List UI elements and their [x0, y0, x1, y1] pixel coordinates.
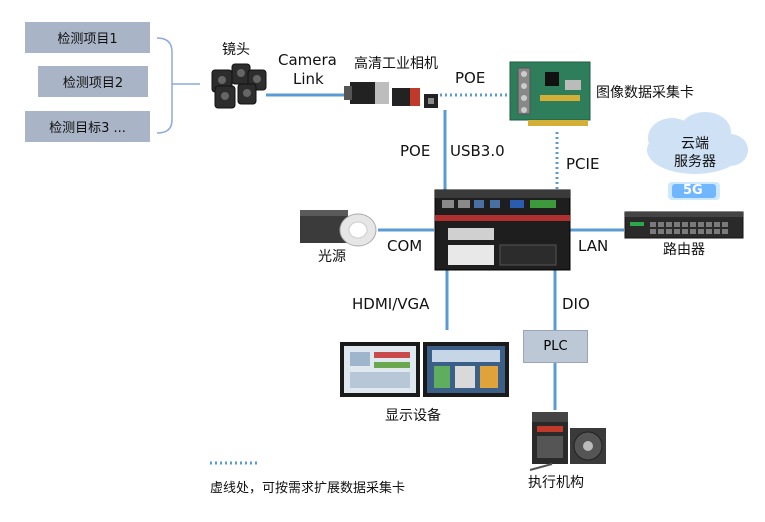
lens-icon	[211, 63, 267, 109]
badge-5g: 5G	[683, 183, 703, 198]
legend-note: 虚线处，可按需求扩展数据采集卡	[210, 481, 406, 496]
router-icon	[624, 211, 744, 239]
inspection-item-1: 检测项目1	[25, 22, 150, 53]
actuator-icon	[529, 412, 606, 471]
capture-card-label: 图像数据采集卡	[596, 85, 694, 101]
display-device-icon	[340, 342, 509, 397]
display-label: 显示设备	[385, 408, 441, 424]
dio-label: DIO	[562, 295, 590, 313]
hdmi-vga-label: HDMI/VGA	[352, 295, 430, 313]
camera-link-label-line2: Link	[293, 70, 324, 88]
signal-5g-icon	[668, 182, 720, 200]
plc-box: PLC	[523, 330, 588, 363]
light-source-label: 光源	[318, 249, 346, 265]
poe-ipc-label: POE	[400, 142, 431, 160]
cloud-icon	[647, 112, 748, 174]
light-source-icon	[300, 210, 377, 247]
actuator-label: 执行机构	[528, 475, 584, 491]
camera-link-label-line1: Camera	[278, 51, 337, 69]
poe-card-label: POE	[455, 69, 486, 87]
inspection-bracket	[156, 37, 173, 134]
usb-label: USB3.0	[450, 142, 505, 160]
inspection-item-3: 检测目标3 ...	[25, 111, 150, 142]
lan-label: LAN	[578, 237, 609, 255]
cloud-label-line1: 云端	[681, 136, 709, 152]
camera-label: 高清工业相机	[354, 56, 438, 72]
cloud-label-line2: 服务器	[674, 154, 716, 170]
industrial-pc-icon	[434, 189, 571, 271]
camera-icon	[344, 82, 438, 108]
capture-card-icon	[509, 61, 591, 126]
lens-label: 镜头	[222, 42, 250, 58]
pcie-label: PCIE	[566, 155, 600, 173]
com-label: COM	[387, 237, 423, 255]
router-label: 路由器	[663, 242, 705, 258]
inspection-item-2: 检测项目2	[38, 66, 148, 97]
